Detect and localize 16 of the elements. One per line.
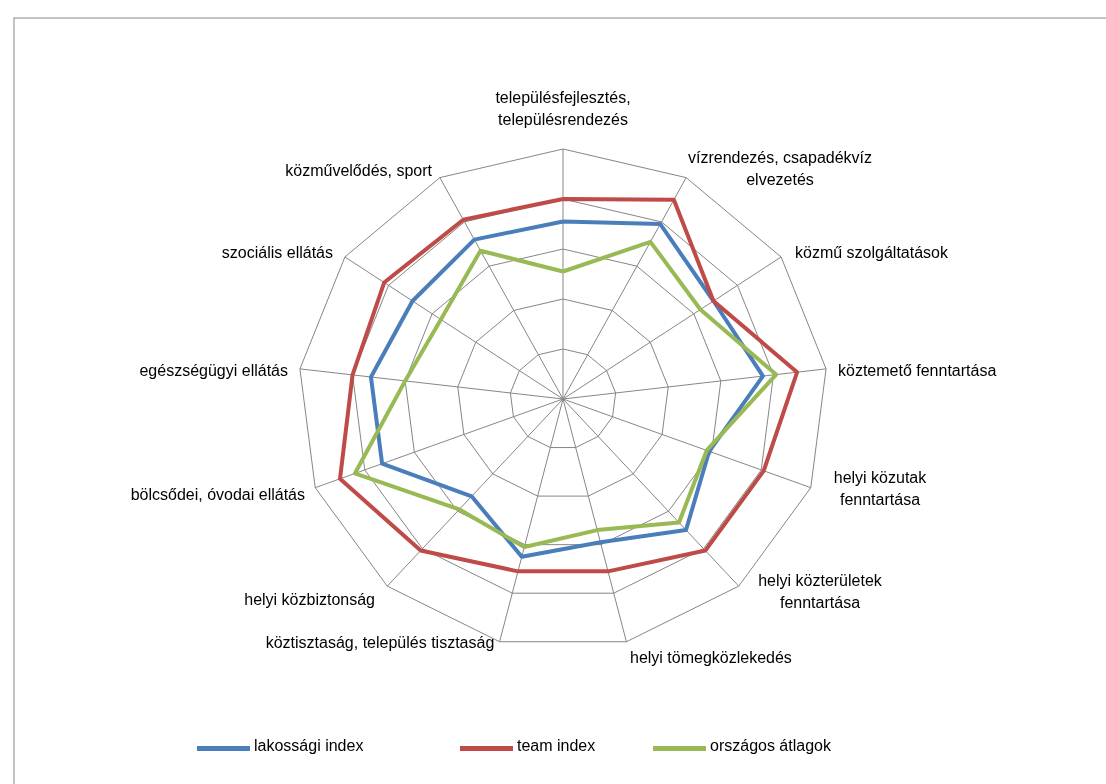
axis-label: bölcsődei, óvodai ellátás [130, 485, 305, 505]
legend-label: lakossági index [254, 737, 364, 755]
axis-label: településfejlesztés, településrendezés [494, 88, 632, 130]
axis-label: egészségügyi ellátás [139, 361, 288, 381]
axis-label: köztemető fenntartása [838, 361, 997, 381]
axis-label: közművelődés, sport [285, 161, 432, 181]
axis-label: helyi közutak fenntartása [832, 468, 928, 510]
axis-label: szociális ellátás [221, 243, 333, 263]
axis-label: közmű szolgáltatások [795, 243, 948, 263]
axis-label: köztisztaság, település tisztaság [264, 633, 496, 653]
legend-label: team index [517, 737, 596, 755]
axis-label: helyi tömegközlekedés [630, 648, 792, 668]
axis-label: vízrendezés, csapadékvíz elvezetés [686, 148, 874, 190]
axis-label: helyi közterületek fenntartása [757, 571, 883, 613]
legend-label: országos átlagok [710, 737, 831, 755]
axis-label: helyi közbiztonság [244, 590, 375, 610]
